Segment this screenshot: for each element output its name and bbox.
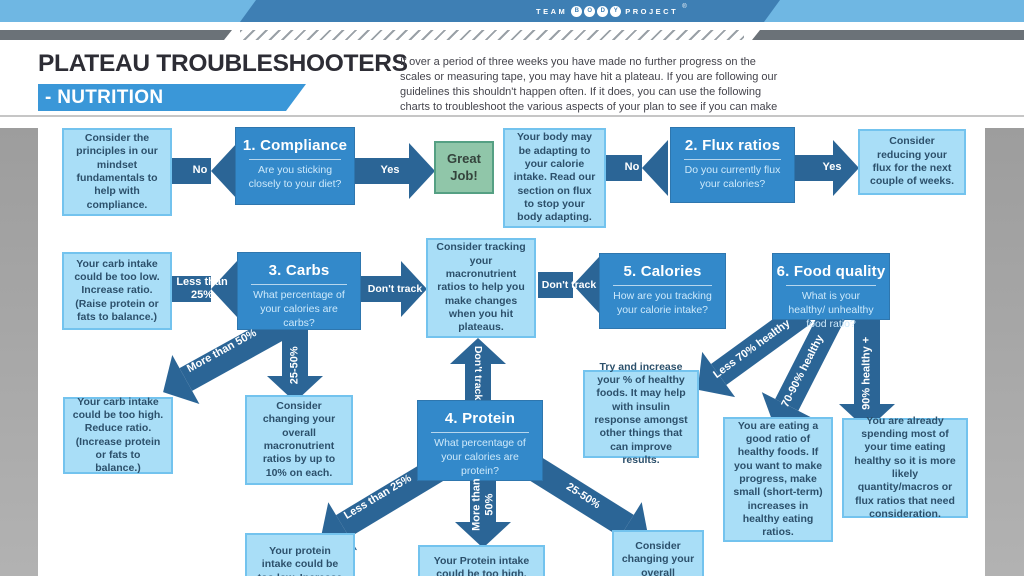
label-less-than-25: Less than 25% xyxy=(176,276,228,301)
question-text: What percentage of your calories are car… xyxy=(253,289,345,329)
question-text: Do you currently flux your calories? xyxy=(684,164,781,190)
intro-paragraph: If over a period of three weeks you have… xyxy=(400,56,778,128)
header-divider-line xyxy=(0,115,1024,117)
question-text: Are you sticking closely to your diet? xyxy=(248,164,342,190)
divider xyxy=(251,284,347,285)
subtitle-banner: - NUTRITION xyxy=(38,84,306,111)
divider xyxy=(684,159,781,160)
outcome-box-track-macros: Consider tracking your macronutrient rat… xyxy=(426,238,536,338)
arrow-carbs-dont-track xyxy=(361,261,427,317)
question-title: 5. Calories xyxy=(623,263,702,280)
logo-circle-icon: Y xyxy=(610,5,622,17)
question-title: 6. Food quality xyxy=(776,263,886,280)
arrowhead-icon xyxy=(573,257,599,313)
arrowhead-icon xyxy=(401,261,427,317)
arrow-carbs-less25 xyxy=(170,261,237,317)
arrowhead-icon xyxy=(642,140,668,196)
outcome-box-good-ratio: You are eating a good ratio of healthy f… xyxy=(723,417,833,542)
logo-circle-icon: O xyxy=(584,5,596,17)
question-title: 3. Carbs xyxy=(268,262,330,279)
label-90-healthy-plus: 90% healthy + xyxy=(860,336,873,410)
header-hatch-stripes xyxy=(240,30,744,40)
outcome-box-carb-low: Your carb intake could be too low. Incre… xyxy=(62,252,172,330)
outcome-box-change-ratios: Consider changing your overall macronutr… xyxy=(245,395,353,485)
header-gray-bar-right xyxy=(752,30,1024,40)
team-body-project-logo: TEAM B O D Y PROJECT ® xyxy=(536,4,687,18)
outcome-box-reduce-flux: Consider reducing your flux for the next… xyxy=(858,129,966,195)
subtitle-text: - NUTRITION xyxy=(45,87,164,108)
question-box-calories: 5. Calories How are you tracking your ca… xyxy=(599,253,726,329)
question-text: How are you tracking your calorie intake… xyxy=(613,290,712,316)
label-yes: Yes xyxy=(380,164,400,176)
label-no: No xyxy=(624,161,640,173)
arrowhead-icon xyxy=(409,143,435,199)
logo-dots: B O D Y xyxy=(571,5,622,17)
question-text: What percentage of your calories are pro… xyxy=(434,437,526,477)
divider xyxy=(613,285,712,286)
label-dont-track: Don't track xyxy=(472,345,485,401)
label-no: No xyxy=(192,164,208,176)
outcome-box-great-job: Great Job! xyxy=(434,141,494,194)
arrow-calories-dont-track xyxy=(538,257,599,313)
logo-circle-icon: D xyxy=(597,5,609,17)
registered-mark-icon: ® xyxy=(682,4,687,10)
divider xyxy=(249,159,341,160)
logo-circle-icon: B xyxy=(571,5,583,17)
question-text: What is your healthy/ unhealthy food rat… xyxy=(788,290,874,330)
header-gray-bar-left xyxy=(0,30,232,40)
label-yes: Yes xyxy=(822,161,842,173)
outcome-box-change-overall: Consider changing your overall xyxy=(612,530,704,576)
question-title: 4. Protein xyxy=(444,410,516,427)
divider xyxy=(431,432,529,433)
outcome-box-already-healthy: You are already spending most of your ti… xyxy=(842,415,968,520)
outcome-box-protein-low: Your protein intake could be too low. In… xyxy=(245,533,355,576)
outcome-box-body-adapting: Your body may be adapting to your calori… xyxy=(503,128,606,228)
outcome-box-increase-healthy: Try and increase your % of healthy foods… xyxy=(583,361,699,466)
question-box-flux-ratios: 2. Flux ratios Do you currently flux you… xyxy=(670,127,795,203)
arrow-compliance-yes xyxy=(355,143,435,199)
label-25-50: 25-50% xyxy=(288,346,301,385)
label-more-than-50: More than 50% xyxy=(470,478,495,531)
arrow-flux-no xyxy=(602,140,668,196)
arrow-compliance-no xyxy=(168,143,237,199)
question-title: 2. Flux ratios xyxy=(684,137,781,154)
arrowhead-icon xyxy=(211,143,237,199)
label-dont-track: Don't track xyxy=(367,283,423,295)
header-band-dark xyxy=(240,0,780,22)
outcome-box-carb-high: Your carb intake could be too high. Redu… xyxy=(63,396,173,474)
question-title: 1. Compliance xyxy=(242,137,348,154)
outcome-box-protein-high: Your Protein intake could be too high. xyxy=(418,545,545,576)
logo-project-text: PROJECT xyxy=(625,6,679,16)
question-box-protein: 4. Protein What percentage of your calor… xyxy=(417,400,543,481)
arrowhead-icon xyxy=(833,140,859,196)
divider xyxy=(786,285,876,286)
outcome-box-mindset: Consider the principles in our mindset f… xyxy=(62,128,172,216)
page-title: PLATEAU TROUBLESHOOTERS xyxy=(38,50,408,77)
question-box-compliance: 1. Compliance Are you sticking closely t… xyxy=(235,127,355,205)
question-box-carbs: 3. Carbs What percentage of your calorie… xyxy=(237,252,361,330)
logo-team-text: TEAM xyxy=(536,6,568,16)
label-dont-track: Don't track xyxy=(541,279,597,291)
arrowhead-icon xyxy=(211,261,237,317)
arrow-flux-yes xyxy=(795,140,859,196)
question-box-food-quality: 6. Food quality What is your healthy/ un… xyxy=(772,253,890,330)
